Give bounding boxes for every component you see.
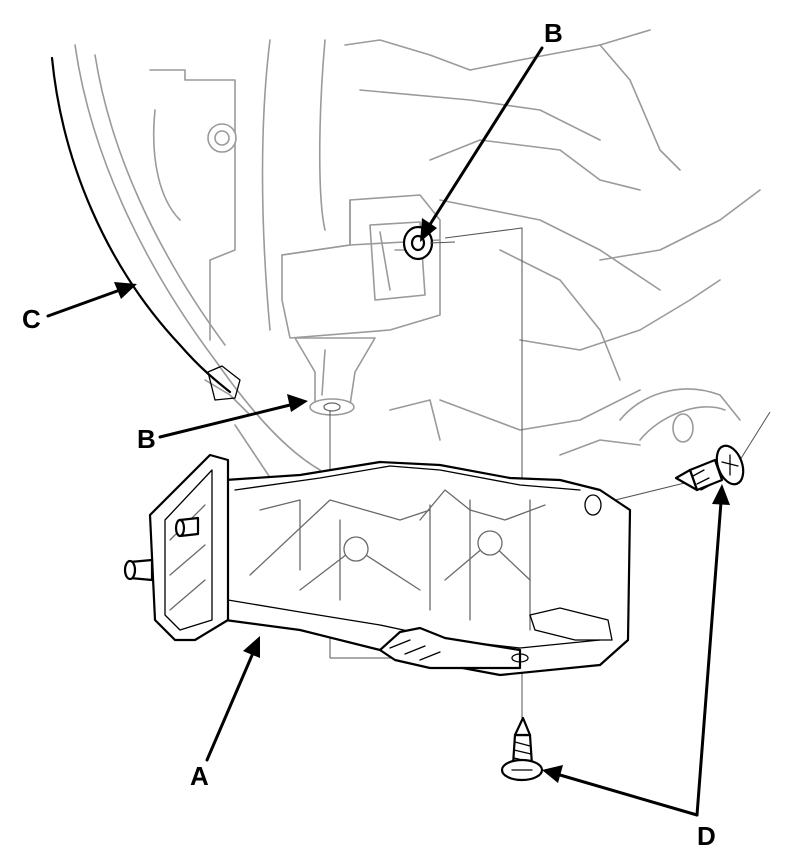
callout-label-b-top: B: [544, 18, 563, 48]
bumper-bracket: [123, 453, 632, 677]
upper-mounting-block: [281, 194, 441, 416]
screw-bottom: [500, 716, 544, 782]
wheel-liner: [50, 56, 241, 401]
callout-label-d: D: [697, 821, 716, 851]
callout-label-a: A: [190, 761, 209, 791]
background-body-structure: [74, 29, 761, 486]
screw-right: [674, 444, 745, 492]
callout-leaders: [46, 46, 730, 817]
callout-label-b-lower: B: [137, 424, 156, 454]
callout-label-c: C: [22, 304, 41, 334]
